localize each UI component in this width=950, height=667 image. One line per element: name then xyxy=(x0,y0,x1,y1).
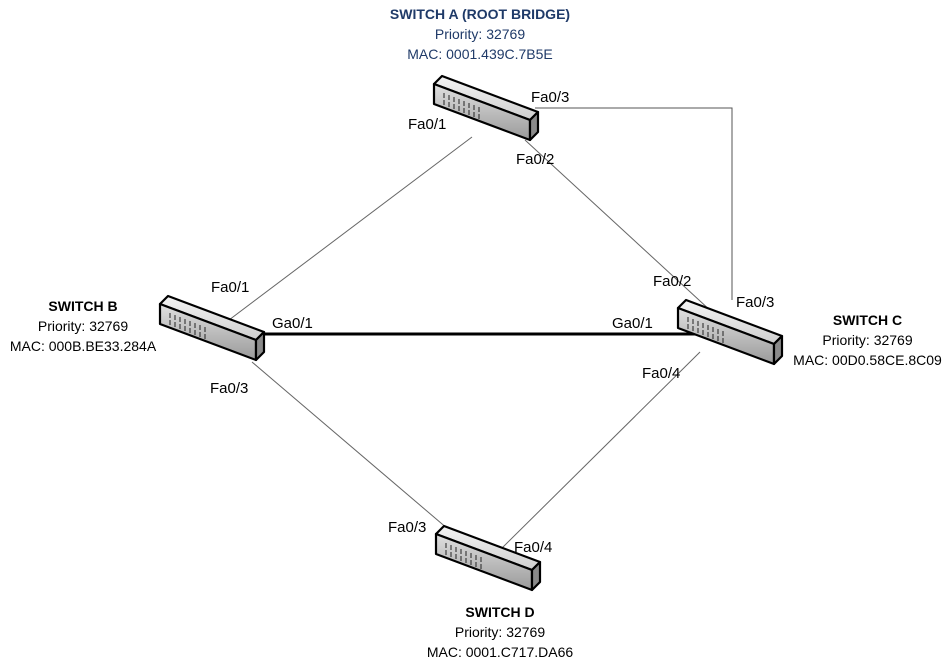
port-label-c-fa03: Fa0/3 xyxy=(736,294,775,311)
switch-a-info: SWITCH A (ROOT BRIDGE) Priority: 32769 M… xyxy=(380,4,580,64)
switch-a-mac: MAC: 0001.439C.7B5E xyxy=(407,46,553,62)
switch-d-info: SWITCH D Priority: 32769 MAC: 0001.C717.… xyxy=(400,602,600,662)
port-label-a-fa02: Fa0/2 xyxy=(516,151,555,168)
port-label-d-fa04: Fa0/4 xyxy=(514,539,553,556)
port-label-c-fa02: Fa0/2 xyxy=(653,273,692,290)
link-a-c-fa03 xyxy=(535,107,733,300)
switch-c-name: SWITCH C xyxy=(832,312,903,328)
switch-b-mac: MAC: 000B.BE33.284A xyxy=(9,338,157,354)
switch-a-name: SWITCH A (ROOT BRIDGE) xyxy=(389,6,571,22)
switch-c-priority: Priority: 32769 xyxy=(822,332,913,348)
switch-a-priority: Priority: 32769 xyxy=(434,26,526,42)
switch-b-name: SWITCH B xyxy=(48,298,118,314)
switch-d-priority: Priority: 32769 xyxy=(454,624,546,640)
port-label-a-fa03: Fa0/3 xyxy=(531,89,570,106)
switch-c-mac: MAC: 00D0.58CE.8C09 xyxy=(793,352,942,368)
switch-d-icon[interactable] xyxy=(434,524,542,592)
port-label-a-fa01: Fa0/1 xyxy=(408,116,447,133)
switch-b-info: SWITCH B Priority: 32769 MAC: 000B.BE33.… xyxy=(0,296,166,356)
port-label-c-fa04: Fa0/4 xyxy=(642,365,681,382)
port-label-b-fa01: Fa0/1 xyxy=(211,279,250,296)
port-label-d-fa03: Fa0/3 xyxy=(388,519,427,536)
switch-b-priority: Priority: 32769 xyxy=(37,318,129,334)
port-label-b-ga01: Ga0/1 xyxy=(272,315,313,332)
link-b-d xyxy=(251,361,456,536)
port-label-b-fa03: Fa0/3 xyxy=(210,380,249,397)
link-a-b xyxy=(224,136,473,324)
switch-d-mac: MAC: 0001.C717.DA66 xyxy=(426,644,574,660)
link-a-c-fa02 xyxy=(524,139,713,313)
switch-d-name: SWITCH D xyxy=(465,604,535,620)
link-c-d xyxy=(499,351,701,551)
port-label-c-ga01: Ga0/1 xyxy=(612,315,653,332)
switch-c-info: SWITCH C Priority: 32769 MAC: 00D0.58CE.… xyxy=(785,310,950,370)
switch-a-icon[interactable] xyxy=(432,74,540,142)
